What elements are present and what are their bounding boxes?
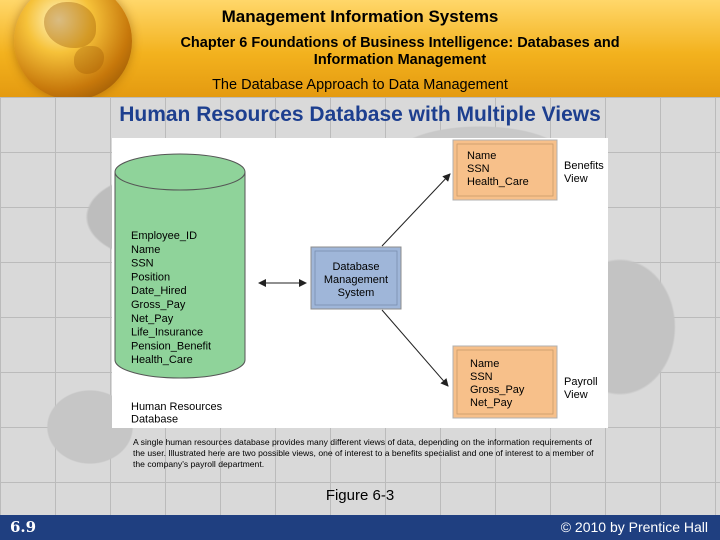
payroll-field: Net_Pay xyxy=(470,397,513,409)
globe-icon xyxy=(14,0,132,100)
dbms-label-line: Database xyxy=(332,261,379,273)
benefits-field: Health_Care xyxy=(467,176,529,188)
database-field: Name xyxy=(131,244,160,256)
slide-number: 6.9 xyxy=(10,518,37,536)
benefits-field: SSN xyxy=(467,163,490,175)
database-field: Net_Pay xyxy=(131,313,174,325)
course-title: Management Information Systems xyxy=(221,7,499,26)
payroll-field: SSN xyxy=(470,371,493,383)
database-field: Life_Insurance xyxy=(131,327,203,339)
payroll-label-line: View xyxy=(564,389,588,401)
database-field: Employee_ID xyxy=(131,230,197,242)
payroll-field: Name xyxy=(470,358,499,370)
section-title: The Database Approach to Data Management xyxy=(212,77,508,93)
slide-title: Human Resources Database with Multiple V… xyxy=(119,103,601,126)
payroll-label-line: Payroll xyxy=(564,376,598,388)
copyright-text: © 2010 by Prentice Hall xyxy=(560,519,708,535)
database-field: Health_Care xyxy=(131,354,193,366)
database-field: Position xyxy=(131,271,170,283)
benefits-arrow xyxy=(381,173,451,247)
database-field: Date_Hired xyxy=(131,285,187,297)
database-cylinder: Employee_ID NameSSNPositionDate_HiredGros… xyxy=(114,153,246,379)
payroll-field: Gross_Pay xyxy=(470,384,525,396)
hr-database-diagram: Employee_IDNameSSNPositionDate_HiredGros… xyxy=(114,139,604,426)
benefits-field: Name xyxy=(467,150,496,162)
chapter-title: Chapter 6 Foundations of Business Intell… xyxy=(180,35,620,68)
dbms-label-line: System xyxy=(338,287,375,299)
header-band: Management Information Systems Chapter 6… xyxy=(0,0,720,100)
database-label-line: Human Resources xyxy=(131,401,223,413)
figure-caption: A single human resources database provid… xyxy=(133,437,594,469)
database-field: Pension_Benefit xyxy=(131,340,211,352)
figure-label: Figure 6-3 xyxy=(325,487,395,504)
payroll-arrow xyxy=(381,309,449,387)
database-label-line: Database xyxy=(131,414,178,426)
dbms-label-line: Management xyxy=(324,274,388,286)
benefits-label-line: Benefits xyxy=(564,160,604,172)
footer-bar: 6.9 © 2010 by Prentice Hall xyxy=(0,515,720,540)
database-field: Gross_Pay xyxy=(131,299,186,311)
benefits-label-line: View xyxy=(564,173,588,185)
database-field: SSN xyxy=(131,258,154,270)
